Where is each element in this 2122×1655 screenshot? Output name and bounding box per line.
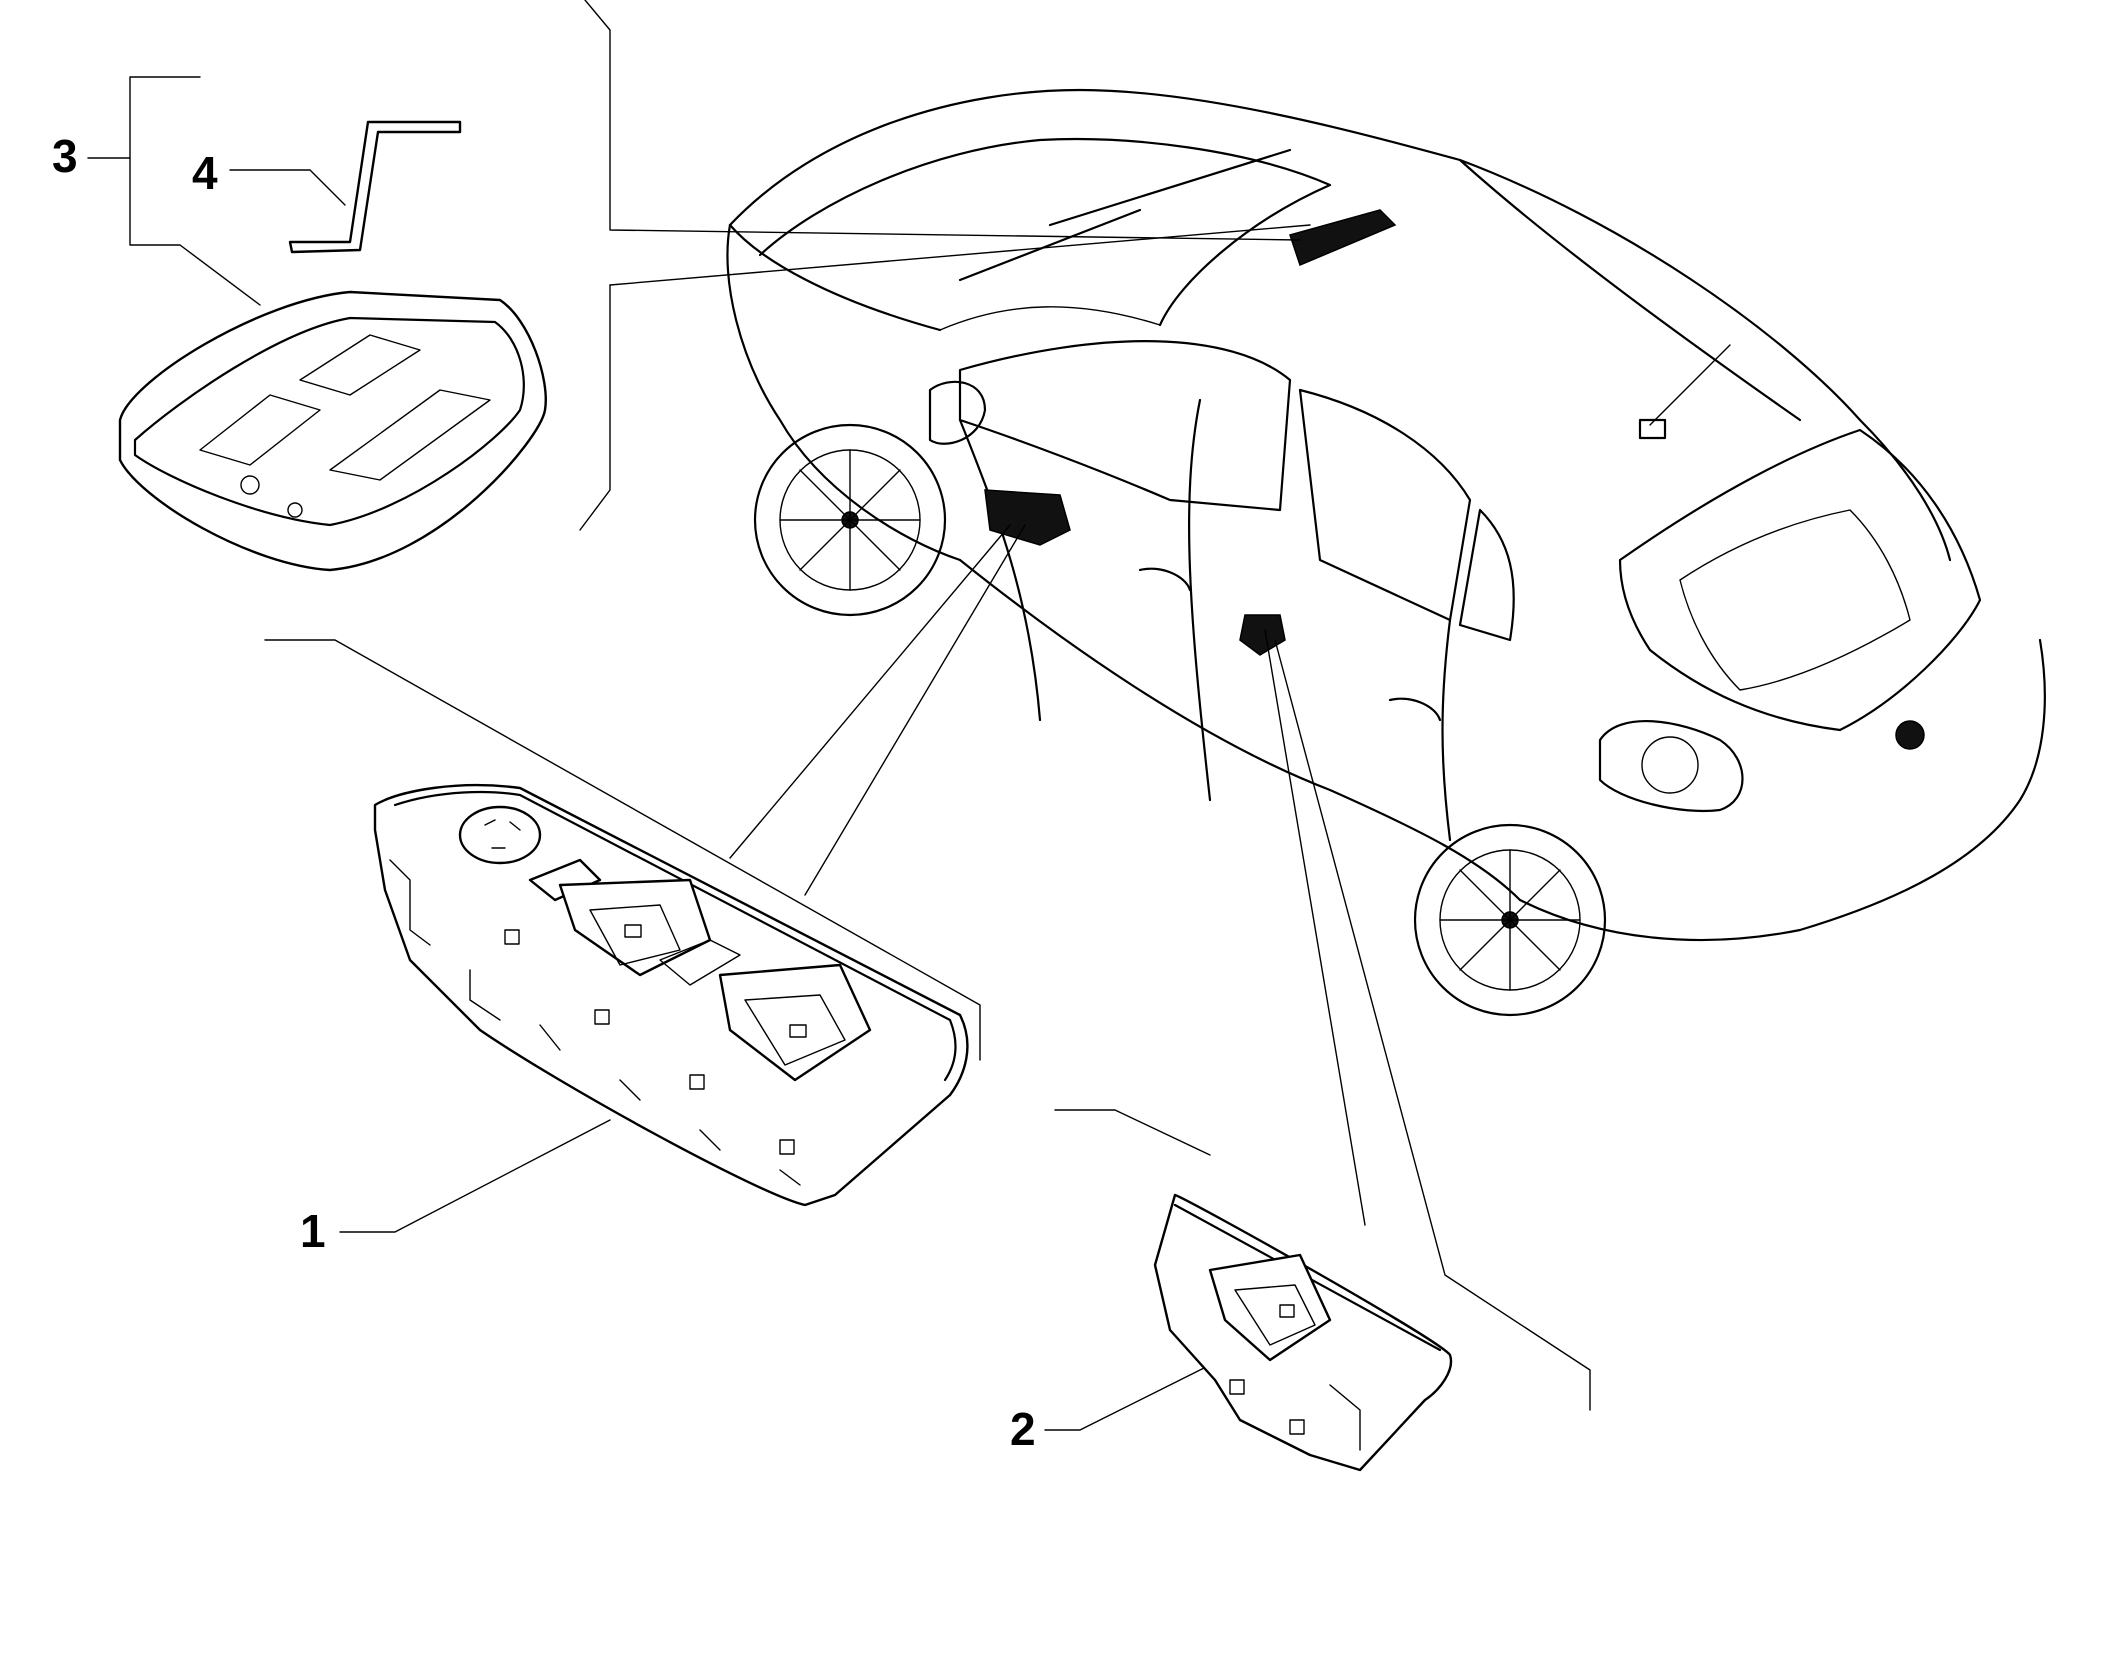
callout-3-4-leaders (87, 76, 346, 306)
callout-3-label: 3 (52, 130, 78, 182)
driver-door-switch-location-icon (984, 489, 1071, 546)
car-illustration (726, 88, 2046, 1017)
roof-console-location-icon (1289, 209, 1397, 267)
part-3-roof-console (118, 290, 547, 572)
callout-4-label: 4 (192, 147, 218, 199)
part-2-passenger-window-switch (1153, 1193, 1453, 1472)
passenger-door-switch-location-icon (1239, 614, 1286, 656)
part-1-driver-window-switch-panel (373, 783, 969, 1207)
callout-2-leaders (1044, 1109, 1221, 1431)
part-4-hex-key (288, 120, 462, 254)
location-leader-lines (579, 0, 1591, 1411)
callout-1-label: 1 (300, 1205, 326, 1257)
callout-1-leaders (264, 639, 981, 1233)
callout-2-label: 2 (1010, 1403, 1036, 1455)
